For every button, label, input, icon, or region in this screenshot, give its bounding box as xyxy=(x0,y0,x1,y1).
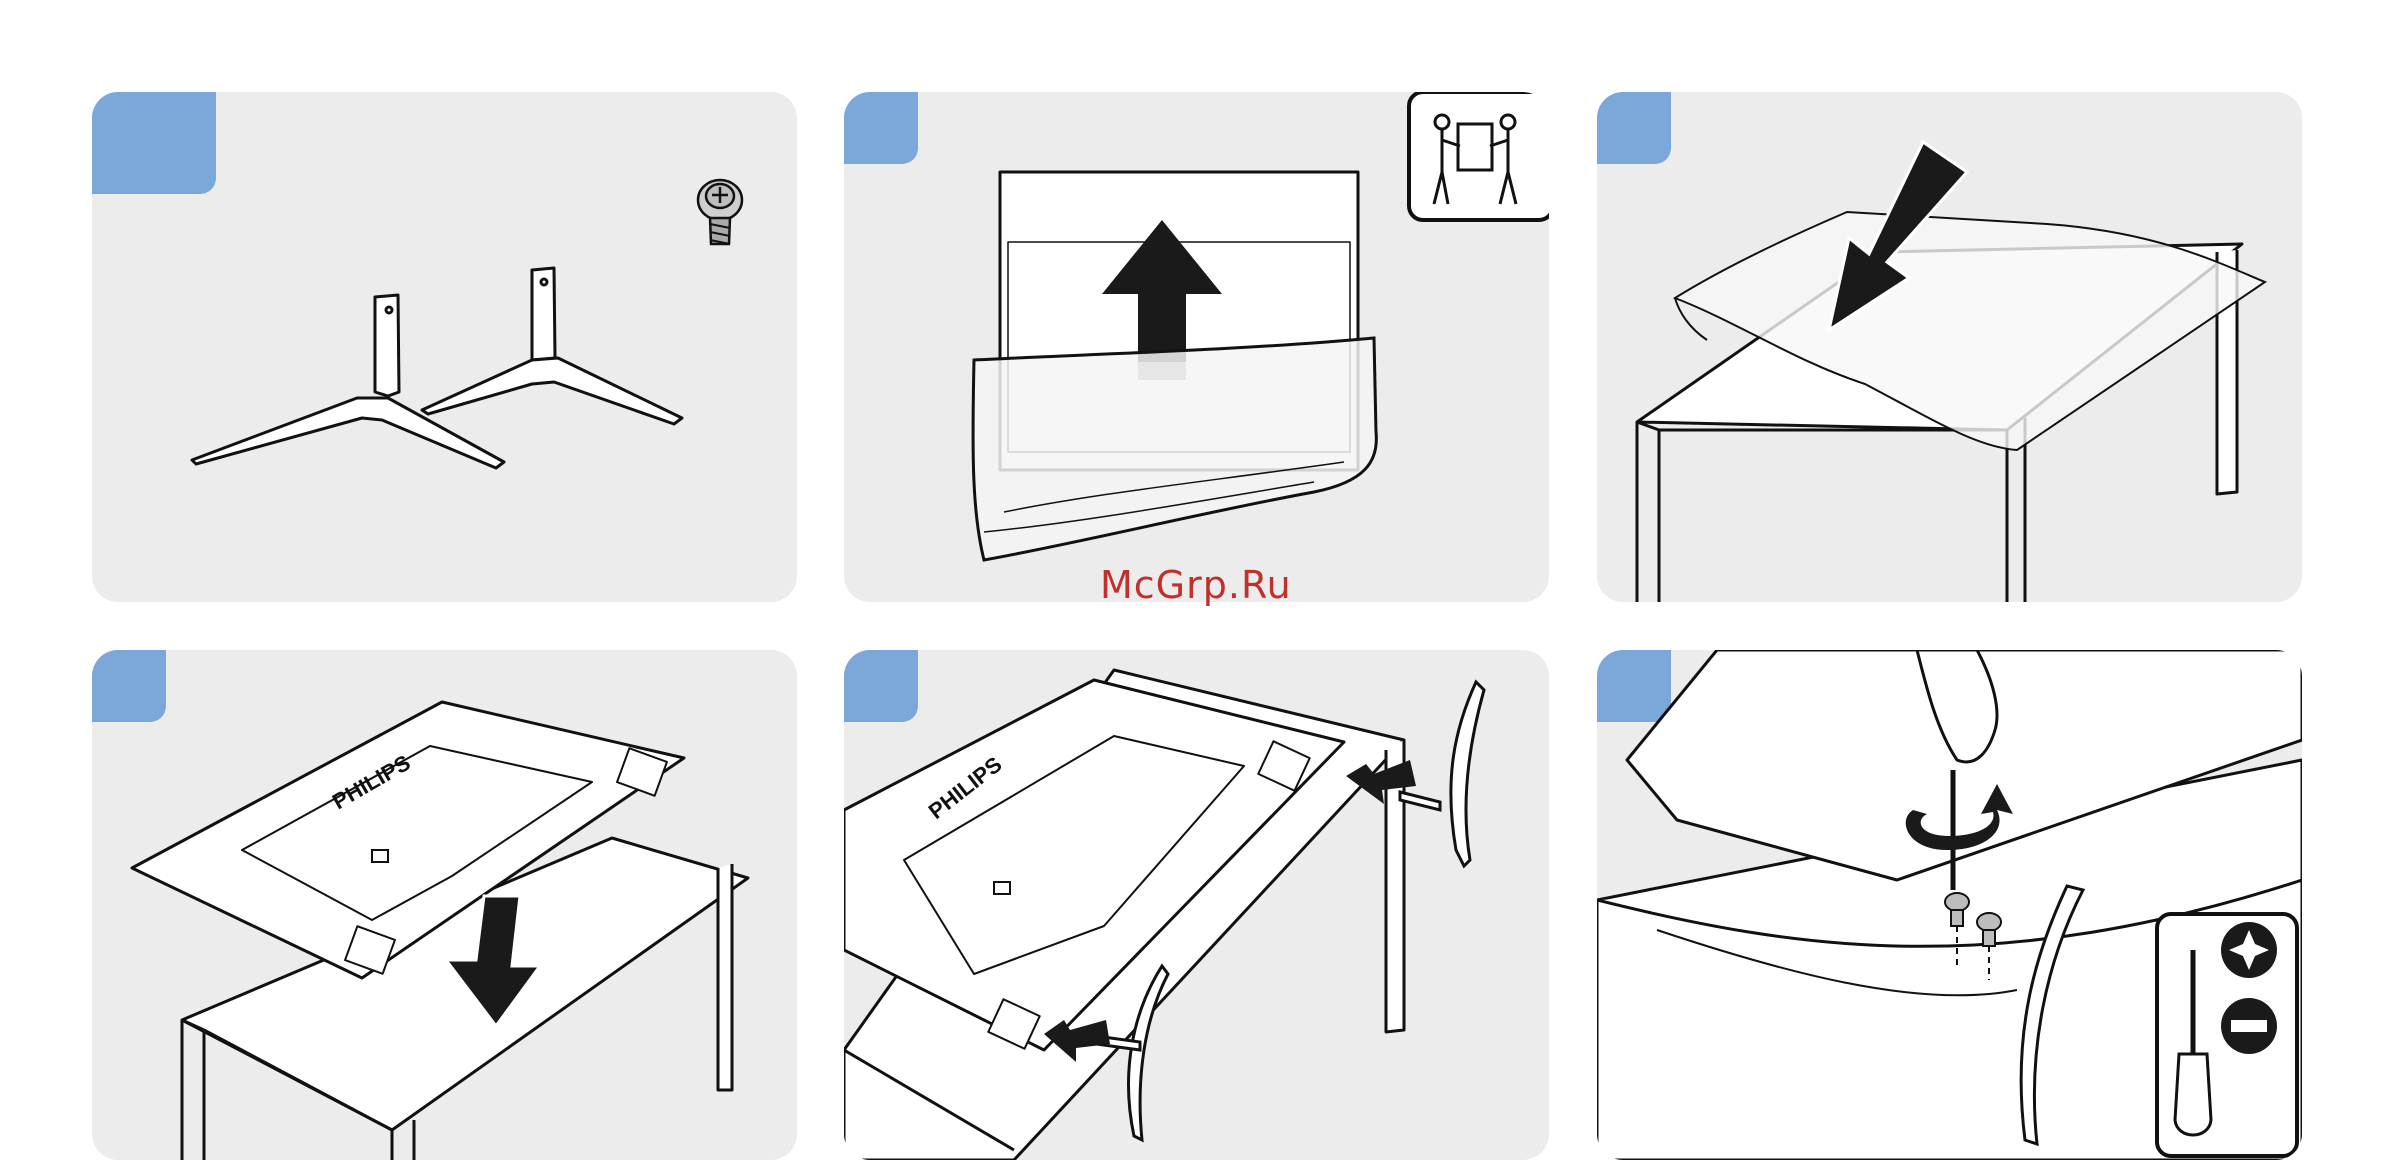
watermark: McGrp.Ru xyxy=(1100,563,1292,607)
unbox-tv-illustration xyxy=(844,92,1549,602)
foam-on-table-illustration xyxy=(1597,92,2302,602)
step-6-panel xyxy=(1597,650,2302,1160)
step-1-panel xyxy=(92,92,797,602)
stand-legs-illustration xyxy=(92,92,797,602)
step-4-panel: PHILIPS xyxy=(92,650,797,1160)
screw-stand-illustration xyxy=(1597,650,2302,1160)
tv-on-table-illustration: PHILIPS xyxy=(92,650,797,1160)
screw-icon xyxy=(698,180,742,244)
two-person-lift-icon xyxy=(1409,92,1549,220)
step-5-panel: PHILIPS xyxy=(844,650,1549,1160)
screwdriver-icon xyxy=(2157,914,2297,1156)
insert-stand-illustration: PHILIPS xyxy=(844,650,1549,1160)
step-2-panel xyxy=(844,92,1549,602)
step-3-panel xyxy=(1597,92,2302,602)
